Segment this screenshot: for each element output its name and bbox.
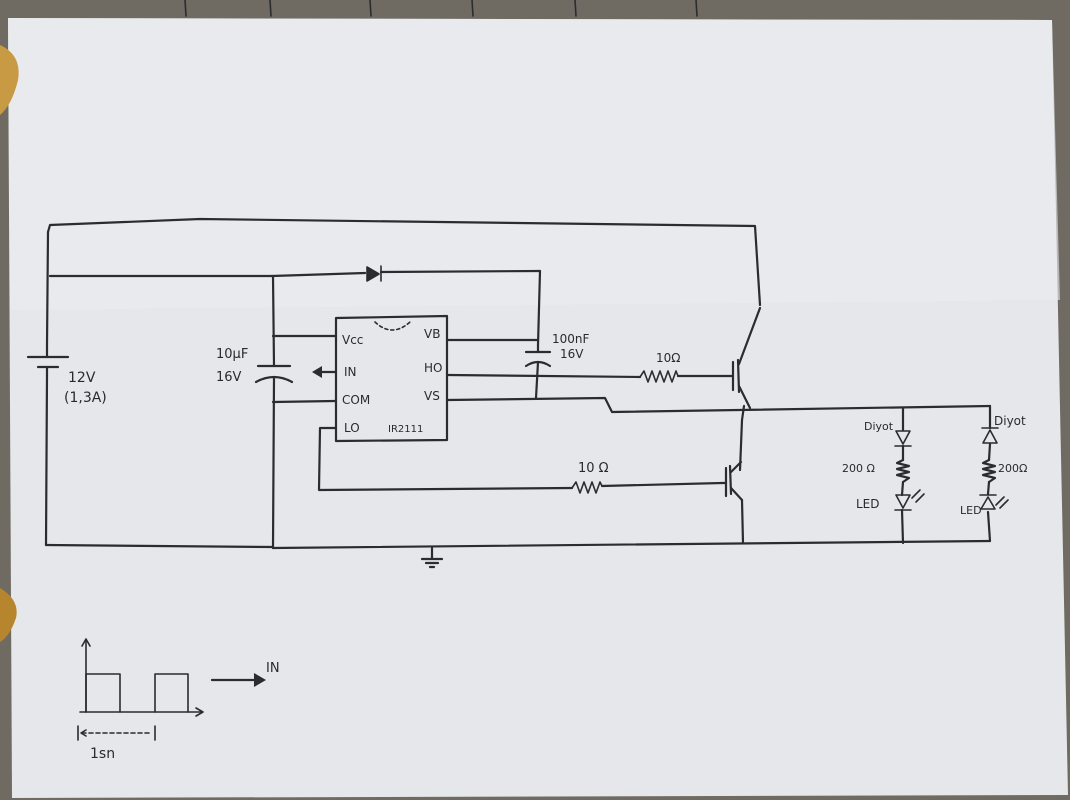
capacitor-100nf-value: 100nF xyxy=(552,332,590,346)
ic-pin-lo: LO xyxy=(344,421,360,435)
load-left-diode-label: Diyot xyxy=(864,420,894,433)
binding-marks xyxy=(184,0,698,17)
capacitor-10uf-value: 10μF xyxy=(216,347,248,362)
paper-shading xyxy=(8,18,1060,310)
load-left-diode-symbol xyxy=(894,430,912,447)
load-left-resistor-label: 200 Ω xyxy=(842,462,875,475)
resistor-low-gate-label: 10 Ω xyxy=(578,461,609,476)
resistor-high-gate-label: 10Ω xyxy=(656,351,680,365)
resistor-low-gate-symbol xyxy=(571,481,603,494)
load-right-diode-symbol xyxy=(981,427,999,444)
capacitor-100nf-rating: 16V xyxy=(560,347,584,361)
ic-pin-vcc: Vcc xyxy=(342,333,363,347)
bootstrap-diode-symbol xyxy=(366,265,382,282)
ic-pin-vs: VS xyxy=(424,389,440,403)
battery-current-label: (1,3A) xyxy=(64,390,107,406)
resistor-high-gate-symbol xyxy=(639,370,679,383)
in-arrow-icon xyxy=(312,366,322,378)
load-right-diode-label: Diyot xyxy=(994,414,1026,428)
ic-pin-vb: VB xyxy=(424,327,440,341)
load-right-led-symbol xyxy=(979,494,1009,510)
load-right-resistor-symbol xyxy=(981,458,997,484)
load-left-led-label: LED xyxy=(856,497,880,511)
transistor-low-side-symbol xyxy=(720,466,728,498)
ic-pin-com: COM xyxy=(342,393,370,407)
battery-voltage-label: 12V xyxy=(68,370,96,386)
capacitor-10uf-symbol xyxy=(254,364,294,384)
finger-bottom xyxy=(0,588,17,642)
wires xyxy=(44,217,992,569)
ic-pin-ho: HO xyxy=(424,361,442,375)
battery-symbol xyxy=(26,343,70,377)
finger-top xyxy=(0,45,19,115)
ic-pin-in: IN xyxy=(344,365,357,379)
input-waveform-sketch xyxy=(77,638,204,741)
load-left-resistor-symbol xyxy=(895,458,911,484)
waveform-target-label: IN xyxy=(266,661,280,676)
load-left-led-symbol xyxy=(894,489,925,511)
capacitor-100nf-symbol xyxy=(524,343,552,368)
waveform-period-label: 1sn xyxy=(90,746,115,762)
transistor-high-side-symbol xyxy=(720,360,735,392)
waveform-arrow xyxy=(210,673,266,687)
capacitor-10uf-rating: 16V xyxy=(216,370,242,385)
load-right-led-label: LED xyxy=(960,504,982,517)
load-right-resistor-label: 200Ω xyxy=(998,462,1027,475)
ic-part-number: IR2111 xyxy=(388,424,423,435)
ic-ir2111-body xyxy=(334,314,449,443)
